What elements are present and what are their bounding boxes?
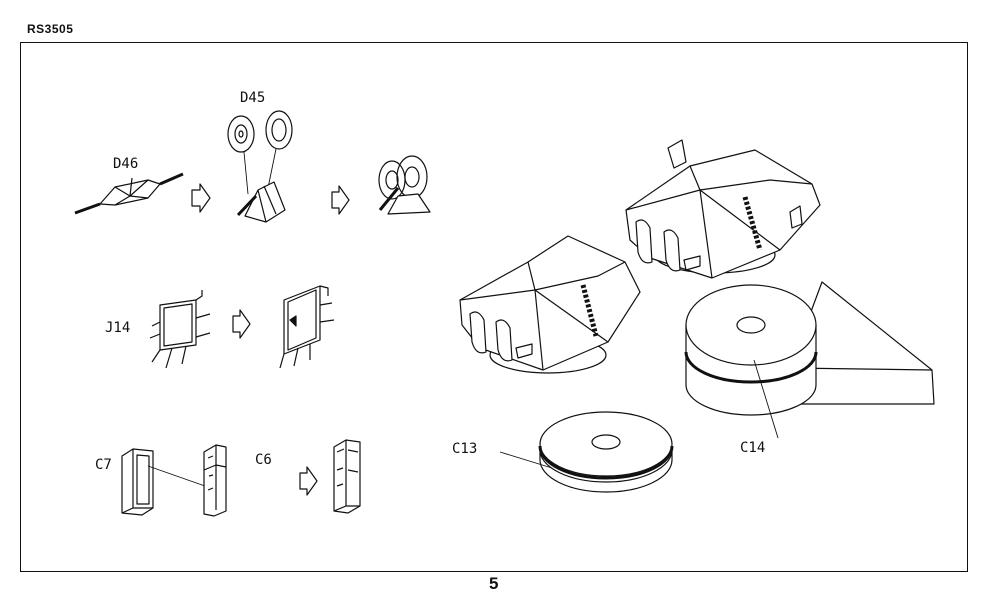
part-d45-drawing bbox=[227, 110, 293, 223]
vehicle-drawing bbox=[625, 139, 821, 279]
assembled-reel-drawing bbox=[378, 155, 431, 215]
arrow-icon bbox=[299, 466, 318, 496]
j14-assembled-drawing bbox=[279, 285, 335, 369]
part-label-c13: C13 bbox=[452, 441, 478, 457]
page-number: 5 bbox=[489, 574, 499, 593]
arrow-icon bbox=[232, 309, 251, 339]
part-label-j14: J14 bbox=[105, 320, 131, 336]
page-frame bbox=[20, 42, 968, 572]
arrow-icon bbox=[331, 185, 350, 215]
part-label-d46: D46 bbox=[113, 156, 139, 172]
part-label-c14: C14 bbox=[740, 440, 766, 456]
part-d46-drawing bbox=[74, 172, 184, 215]
part-c14-drawing bbox=[684, 281, 935, 439]
fridge-drawing bbox=[203, 444, 227, 517]
document-code: RS3505 bbox=[27, 22, 74, 36]
part-label-c6: C6 bbox=[255, 452, 272, 468]
part-c13-drawing bbox=[499, 411, 674, 493]
part-j14-drawing bbox=[149, 290, 211, 369]
vehicle-drawing bbox=[459, 235, 641, 374]
part-c7-drawing bbox=[121, 448, 206, 516]
part-label-c7: C7 bbox=[95, 457, 112, 473]
part-label-d45: D45 bbox=[240, 90, 266, 106]
arrow-icon bbox=[191, 183, 211, 213]
part-c6-assembled-drawing bbox=[333, 439, 361, 514]
